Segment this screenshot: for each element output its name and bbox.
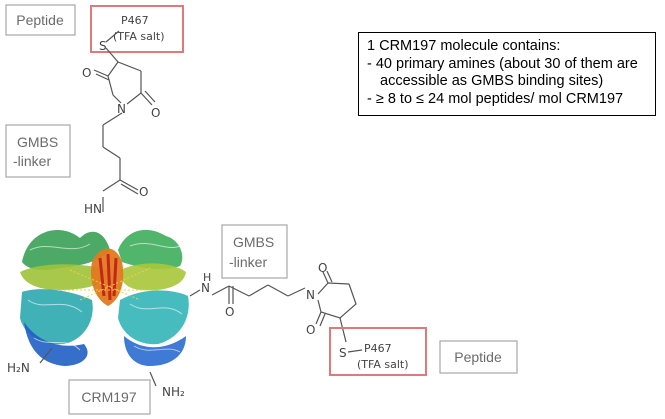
hydrogen-amide-right: H bbox=[203, 271, 211, 284]
oxygen-amide-right: O bbox=[225, 305, 234, 319]
nitrogen-top: N bbox=[117, 102, 126, 116]
gmbs-right-line2: -linker bbox=[229, 254, 267, 270]
right-gmbs-structure bbox=[189, 270, 363, 353]
p467-top-box bbox=[90, 5, 184, 53]
ribbon-blue-right bbox=[124, 336, 186, 366]
crm197-protein-structure bbox=[20, 229, 189, 366]
linker-5 bbox=[102, 179, 121, 192]
p467-top-text: P467 bbox=[121, 14, 149, 27]
peptide-bottom-label-box: Peptide bbox=[439, 340, 518, 374]
oxygen-right-top: O bbox=[318, 261, 327, 275]
tfa-bottom-text: (TFA salt) bbox=[357, 358, 408, 371]
crm197-text: CRM197 bbox=[81, 389, 136, 405]
crm197-label-box: CRM197 bbox=[68, 379, 151, 415]
sulfur-bottom-atom: S bbox=[339, 346, 347, 360]
gmbs-left-label-box: GMBS -linker bbox=[5, 124, 71, 178]
carbonyl-right-double bbox=[144, 90, 156, 103]
peptide-top-label-box: Peptide bbox=[5, 4, 76, 36]
ribbon-hbonds bbox=[60, 267, 160, 301]
bond-s-p467 bbox=[105, 30, 120, 43]
ring-bond-5 bbox=[112, 94, 122, 104]
sulfur-top-atom: S bbox=[99, 39, 107, 53]
ring-r-rest bbox=[317, 283, 357, 319]
peptide-top-box bbox=[5, 4, 76, 36]
linker-r4 bbox=[267, 284, 289, 297]
amide-carbonyl-double bbox=[120, 183, 139, 195]
ring-bond-4 bbox=[107, 61, 119, 96]
ring-bond-1 bbox=[117, 61, 142, 72]
ribbon-blue-left bbox=[24, 322, 88, 366]
peptide-bottom-box bbox=[439, 340, 518, 374]
carbonyl-r-bottom-double bbox=[319, 313, 326, 327]
peptide-bottom-text: Peptide bbox=[454, 349, 502, 365]
info-item1-line1: - 40 primary amines (about 30 of them ar… bbox=[367, 55, 638, 72]
linker-r2 bbox=[228, 285, 250, 297]
nitrogen-amide-right: N bbox=[201, 281, 210, 295]
p467-bottom-text: P467 bbox=[364, 342, 392, 355]
crm197-amine-bonds bbox=[39, 347, 157, 387]
amide-carbonyl bbox=[119, 179, 139, 191]
carbonyl-left bbox=[93, 69, 109, 77]
linker-r5 bbox=[287, 287, 306, 297]
info-item2: - ≥ 8 to ≤ 24 mol peptides/ mol CRM197 bbox=[367, 90, 624, 107]
p467-top-highlight: P467 (TFA salt) S bbox=[90, 5, 184, 53]
ring-r-top bbox=[317, 282, 350, 295]
p467-bottom-box bbox=[329, 327, 427, 376]
gmbs-left-line1: GMBS bbox=[17, 134, 58, 150]
info-title: 1 CRM197 molecule contains: bbox=[367, 38, 561, 54]
bond-s-ring bbox=[105, 47, 119, 63]
oxygen-top-right: O bbox=[151, 106, 160, 120]
carbonyl-r-top-double bbox=[326, 270, 333, 283]
peptide-top-text: Peptide bbox=[16, 12, 64, 28]
ribbon-teal-left bbox=[20, 289, 93, 345]
linker-1 bbox=[102, 112, 123, 126]
p467-bottom-highlight: S P467 (TFA salt) bbox=[329, 327, 427, 376]
linker-r1 bbox=[211, 285, 230, 296]
ring-bond-3 bbox=[126, 92, 142, 105]
ribbon-yellowgreen-right bbox=[120, 263, 186, 291]
gmbs-left-box bbox=[5, 124, 71, 178]
gmbs-right-label-box: GMBS -linker bbox=[221, 224, 288, 279]
linker-r3 bbox=[248, 284, 269, 297]
tfa-top-text: (TFA salt) bbox=[113, 30, 164, 43]
h2n-left: H₂N bbox=[7, 361, 30, 375]
ribbon-yellowgreen-left bbox=[20, 264, 111, 290]
top-gmbs-structure bbox=[93, 30, 156, 212]
carbonyl-left-double bbox=[95, 73, 110, 81]
hn-top: HN bbox=[84, 202, 102, 216]
oxygen-amide-top: O bbox=[139, 185, 148, 199]
crm197-box bbox=[68, 379, 151, 415]
carbonyl-r-top bbox=[322, 271, 329, 284]
oxygen-top-left: O bbox=[82, 66, 91, 80]
oxygen-right-bottom: O bbox=[306, 323, 315, 337]
bond-h2n-left bbox=[39, 347, 53, 364]
ribbon-texture bbox=[27, 242, 183, 353]
bond-s-p467-right bbox=[347, 349, 363, 353]
bond-nh2-bottom bbox=[149, 371, 157, 387]
ribbon-green-right bbox=[118, 229, 183, 269]
nitrogen-right: N bbox=[306, 288, 315, 302]
ribbon-teal-right bbox=[118, 290, 189, 345]
bond-ring-s-right bbox=[339, 317, 347, 343]
gmbs-right-box bbox=[221, 224, 288, 279]
carbonyl-right bbox=[140, 92, 153, 106]
gmbs-right-line1: GMBS bbox=[233, 234, 274, 250]
bond-protein-nh-right bbox=[189, 289, 201, 297]
info-item1-line2: accessible as GMBS binding sites) bbox=[380, 73, 604, 89]
nh2-bottom: NH₂ bbox=[162, 385, 185, 399]
ribbon-green-left bbox=[22, 230, 110, 270]
linker-3 bbox=[102, 146, 121, 159]
gmbs-left-line2: -linker bbox=[13, 153, 51, 169]
crm197-info-box: 1 CRM197 molecule contains: - 40 primary… bbox=[358, 32, 656, 116]
carbonyl-r-bottom bbox=[315, 311, 322, 325]
